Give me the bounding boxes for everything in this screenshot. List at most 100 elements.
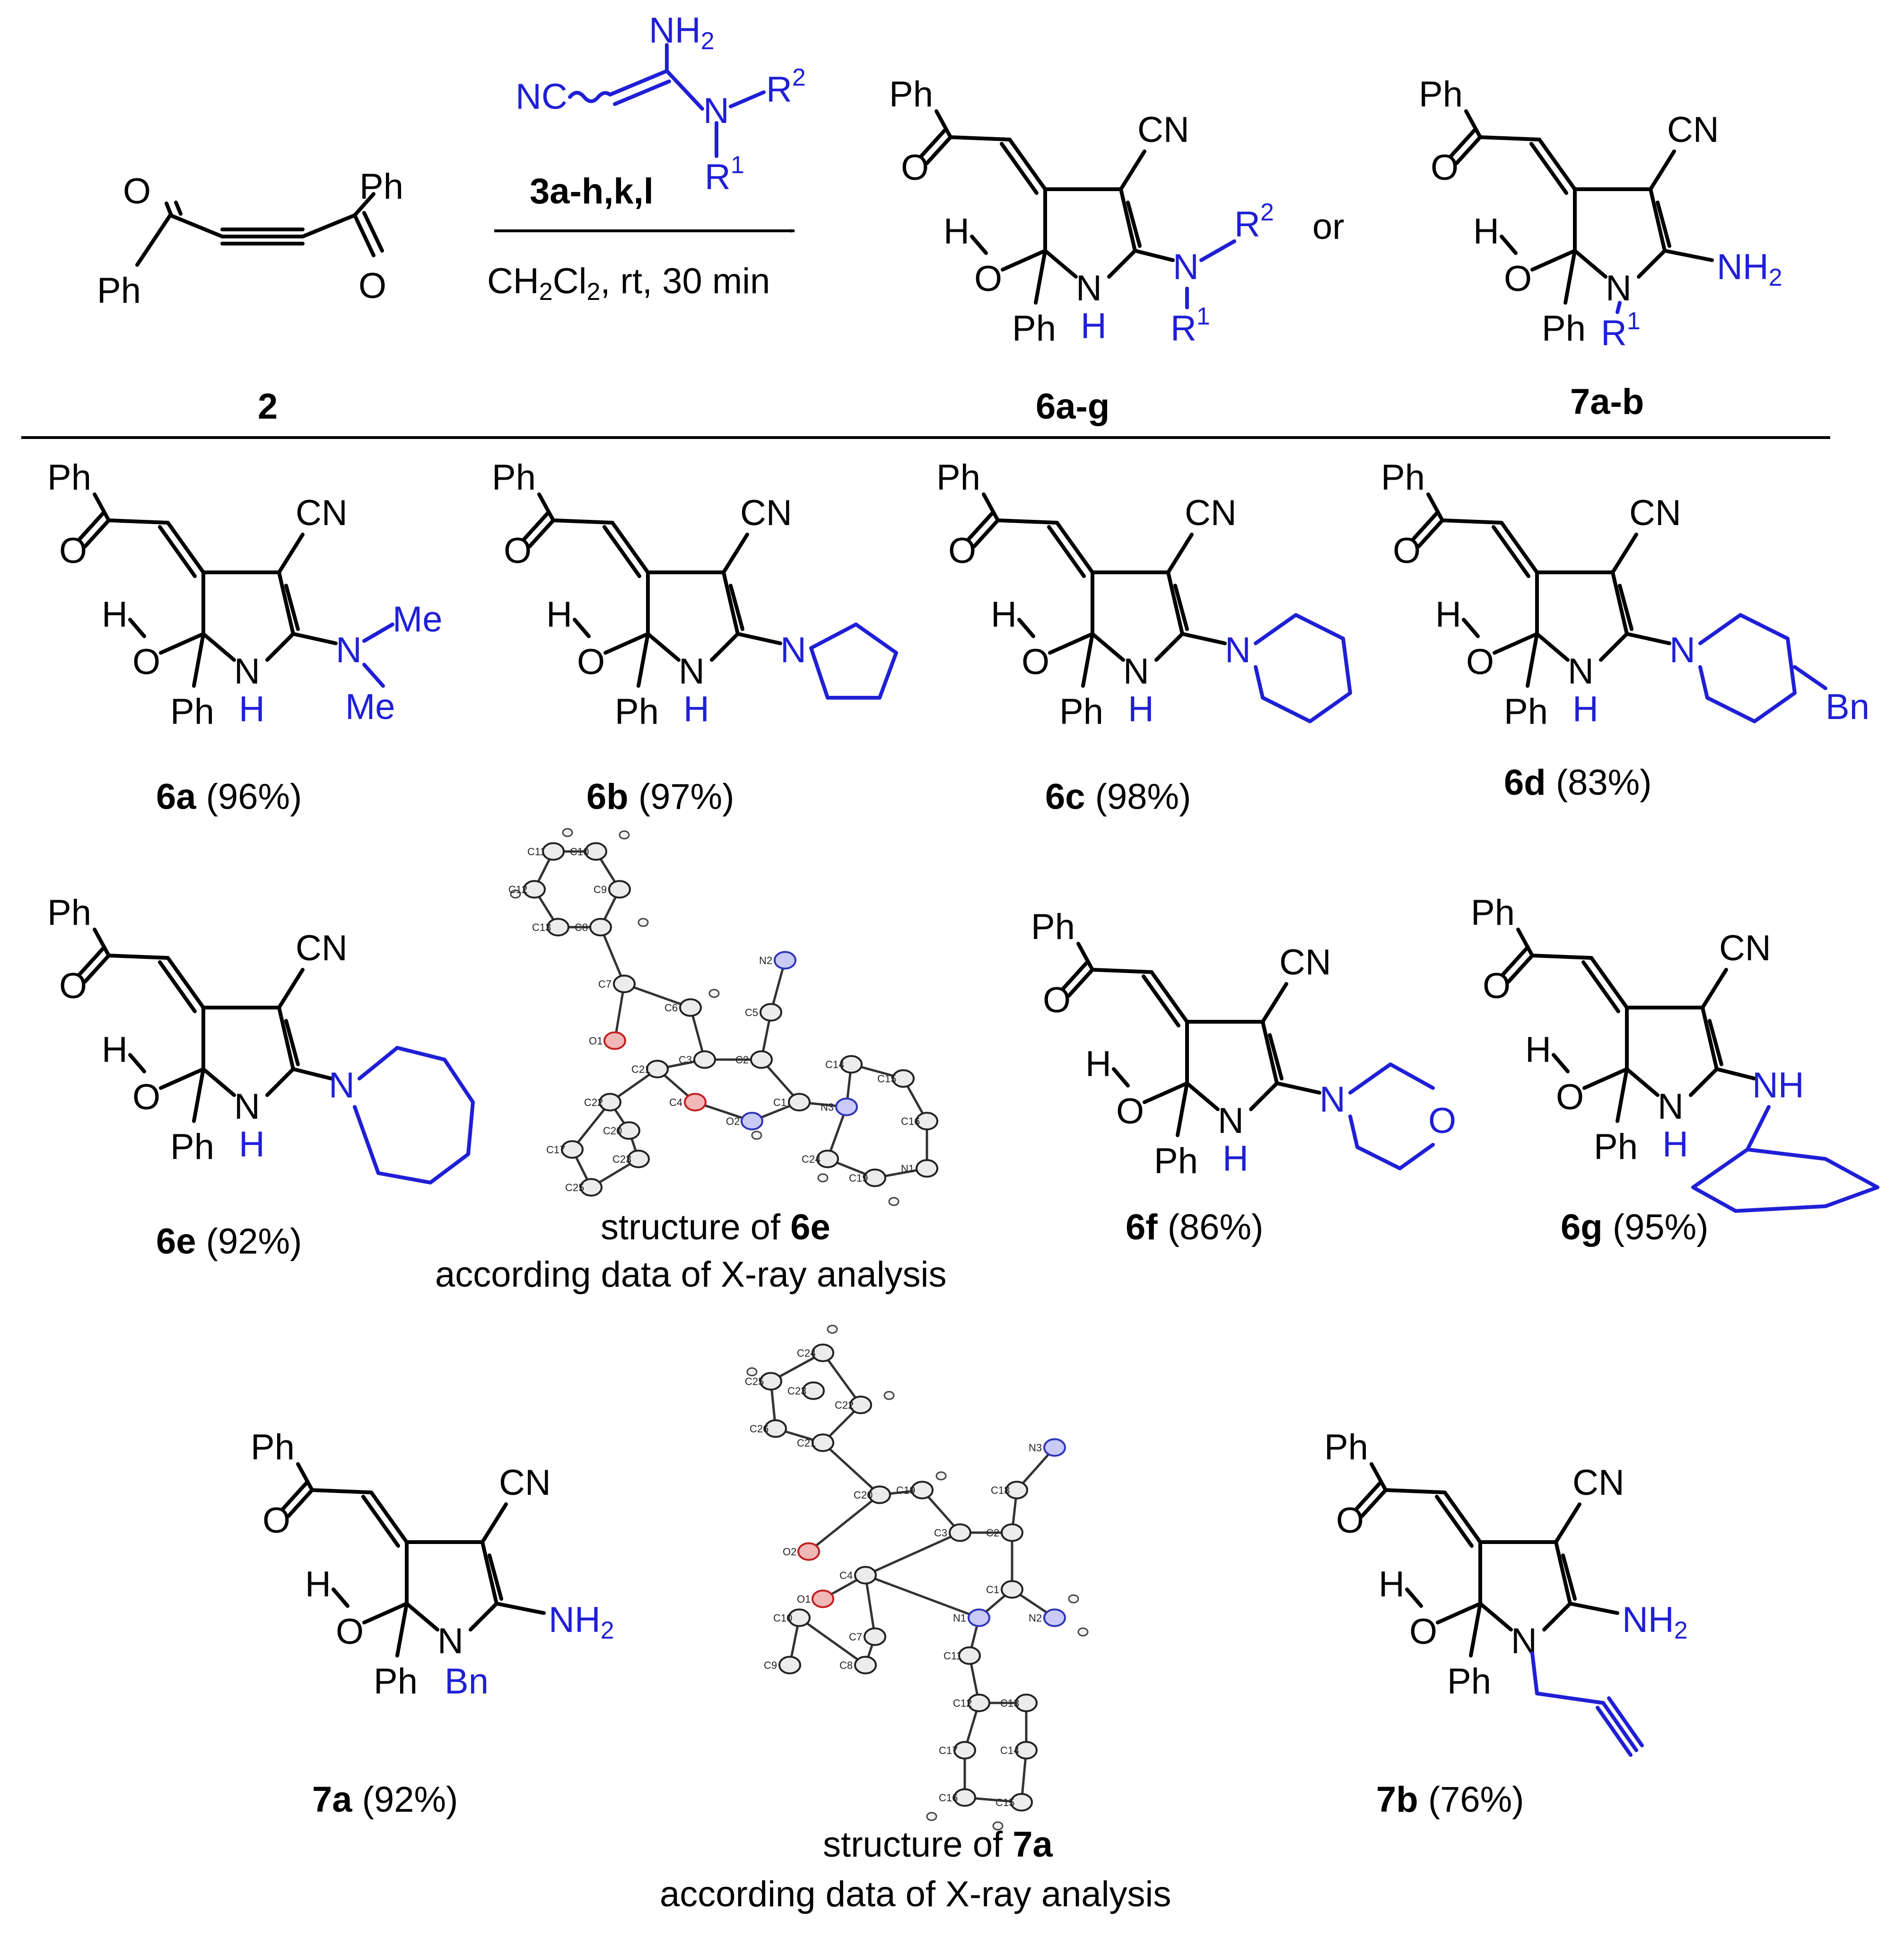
atom-h: H	[1081, 306, 1107, 346]
atom-nh2: NH2	[1622, 1600, 1688, 1644]
bond	[480, 1502, 508, 1544]
morpholine-ring	[1348, 1114, 1435, 1170]
atom-o: O	[1466, 642, 1494, 682]
xray-atom	[892, 1069, 915, 1088]
xray-atom-label: N2	[759, 955, 772, 966]
atom-cn: CN	[1629, 493, 1681, 533]
xray-atom	[646, 1060, 669, 1079]
atom-n: N	[1173, 247, 1199, 287]
atom-n: N	[703, 91, 729, 131]
xray-atom	[613, 974, 636, 993]
bond	[1081, 632, 1094, 688]
compound-caption: 6f (86%)	[1126, 1207, 1263, 1247]
xray-atom-label: O1	[797, 1593, 811, 1605]
bond	[1150, 970, 1189, 1024]
bond	[1261, 982, 1288, 1024]
xray-atom-label: O2	[726, 1115, 740, 1127]
xray-atom	[797, 1542, 820, 1561]
bond	[107, 954, 170, 960]
xray-atom	[510, 889, 521, 899]
bond	[78, 947, 105, 976]
atom-o: O	[358, 266, 386, 306]
atom-ph: Ph	[1154, 1141, 1198, 1181]
bond	[1581, 960, 1620, 1013]
xray-atom-label: C13	[1000, 1697, 1019, 1709]
xray-atom-label: C5	[745, 1007, 758, 1018]
bond	[284, 584, 300, 631]
atom-ph: Ph	[374, 1661, 418, 1702]
atom-o: O	[336, 1612, 364, 1652]
xray-atom-label: C3	[679, 1054, 692, 1066]
xray-atom	[751, 1131, 762, 1140]
xray-atom	[854, 1656, 877, 1675]
bond	[201, 632, 236, 662]
compound-caption: 6g (95%)	[1561, 1207, 1709, 1247]
atom-r2: R2	[1234, 199, 1274, 245]
bond	[1354, 1481, 1382, 1511]
bond	[1507, 954, 1534, 983]
conditions-text: CH2Cl2, rt, 30 min	[487, 261, 770, 306]
bond	[925, 135, 952, 165]
xray-atom	[760, 1003, 782, 1022]
bond	[159, 632, 205, 655]
xray-atom-label: C24	[797, 1347, 816, 1359]
bond	[395, 1602, 409, 1658]
bond	[1000, 142, 1039, 195]
compound-caption: 6c (98%)	[1045, 777, 1191, 817]
bond	[1656, 201, 1671, 248]
compound-caption: 7a (92%)	[312, 1780, 458, 1820]
xray-atom	[827, 1324, 838, 1334]
bond	[1133, 249, 1175, 262]
atom-ph: Ph	[251, 1427, 295, 1467]
xray-atom	[599, 1093, 621, 1112]
compound-caption: 6b (97%)	[586, 777, 734, 817]
xray-atom-label: C17	[546, 1144, 565, 1156]
atom-ph: Ph	[359, 167, 403, 207]
atom-o: O	[901, 148, 929, 188]
bond	[158, 525, 197, 578]
xray-atom-label: C1	[773, 1096, 786, 1108]
bond	[1607, 1696, 1644, 1747]
bond	[166, 521, 205, 574]
bond	[1563, 249, 1577, 305]
bond	[1530, 249, 1577, 272]
bond	[710, 632, 740, 662]
bond	[1701, 968, 1728, 1009]
bond	[1501, 947, 1528, 976]
xray-atom	[953, 1741, 976, 1760]
atom-ph: Ph	[1447, 1661, 1491, 1702]
bond	[1535, 1692, 1605, 1705]
bond	[1154, 632, 1184, 662]
bond	[551, 518, 614, 525]
atom-r1: R1	[705, 151, 744, 197]
xray-atom	[1001, 1580, 1023, 1599]
xray-atom	[750, 1050, 773, 1069]
bond	[603, 525, 641, 578]
bond	[1554, 1502, 1581, 1544]
bond	[296, 1462, 314, 1492]
xray-atom	[1010, 1793, 1033, 1812]
atom-n: N	[1218, 1101, 1244, 1141]
bond	[967, 511, 994, 541]
xray-atom	[627, 1149, 650, 1168]
bond	[1055, 521, 1094, 574]
atom-ph: Ph	[1031, 907, 1075, 947]
atom-cn: CN	[1572, 1463, 1625, 1503]
reagent-3: NC NH2 N R2 R1	[515, 10, 806, 197]
xray-atom-label: C25	[745, 1376, 764, 1387]
xray-atom	[746, 1367, 758, 1377]
bond	[1616, 1067, 1629, 1123]
xray-atom	[778, 1656, 801, 1675]
xray-atom	[968, 1693, 990, 1712]
bond	[611, 521, 650, 574]
xray-atom	[679, 998, 702, 1017]
atom-n: N	[1123, 651, 1149, 692]
atom-n: N	[1076, 268, 1102, 308]
xray-atom-label: N3	[821, 1101, 834, 1113]
xray-atom	[812, 1343, 834, 1362]
bond	[722, 533, 749, 574]
atom-h: H	[1223, 1139, 1249, 1179]
